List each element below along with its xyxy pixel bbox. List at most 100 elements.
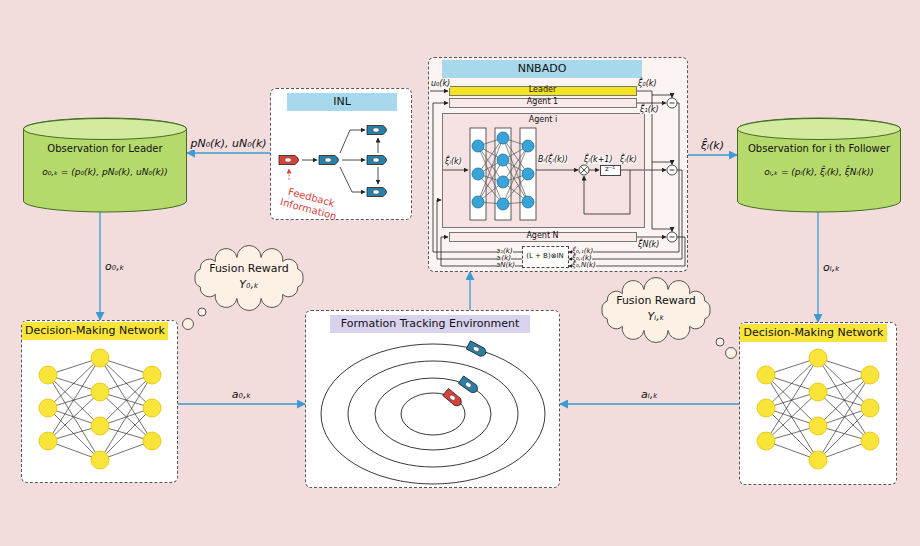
network-link — [48, 392, 100, 441]
ship-icon — [373, 190, 379, 194]
sum-junction — [667, 232, 677, 242]
neuron-circle — [809, 349, 827, 367]
neuron-circle — [757, 366, 775, 384]
signal-label: ξ̂ᵢ(k) — [620, 155, 637, 164]
flow-arrow — [688, 154, 737, 155]
layer-frame — [470, 128, 536, 220]
wire-line — [652, 229, 672, 232]
ship-icon — [367, 126, 387, 135]
orbit-ellipse — [401, 393, 465, 435]
multiplier-symbol — [579, 165, 589, 175]
ship-icon — [367, 188, 387, 197]
neuron-circle — [522, 140, 534, 152]
illustration — [757, 349, 879, 469]
ship-icon — [319, 156, 339, 165]
wire-line — [652, 162, 672, 165]
network-link — [766, 358, 818, 408]
feedback-line — [289, 169, 290, 180]
signal-label: Bᵢ(ξ̂ᵢ(k)) — [538, 155, 568, 164]
node-label: z⁻¹ — [600, 165, 620, 176]
database-cylinder — [23, 118, 187, 212]
signal-label: aᵢ(k) — [496, 255, 511, 262]
flow-arrow — [817, 212, 818, 322]
database-cylinder — [738, 119, 901, 140]
wire-line — [636, 103, 666, 104]
sum-junction — [667, 165, 677, 175]
node-label: Fusion Reward — [598, 294, 714, 308]
edge-label: oᵢ,ₖ — [823, 261, 840, 274]
agent-bar: Leader — [449, 86, 637, 96]
database-cylinder: Observation for i th Followeroᵢ,ₖ = (pᵢ(… — [737, 118, 901, 212]
flow-arrow — [560, 403, 739, 404]
illustration — [305, 310, 560, 488]
wire-line — [378, 138, 379, 153]
node-label: Observation for i th Follower — [738, 142, 900, 155]
node-label: Leader — [449, 86, 636, 96]
database-cylinder — [737, 118, 901, 212]
orbit-ellipse — [321, 344, 545, 484]
illustration — [443, 128, 644, 220]
neuron-circle — [472, 168, 484, 180]
illustration — [279, 126, 387, 197]
agent-block: Agent i z⁻¹ — [442, 113, 645, 228]
illustration — [430, 91, 685, 266]
neuron-circle — [809, 383, 827, 401]
wire-line — [636, 237, 666, 238]
edge-label: o₀,ₖ — [105, 260, 124, 273]
neuron-circle — [861, 399, 879, 417]
thought-bubble: Fusion RewardΥᵢ,ₖ — [597, 284, 715, 336]
ship-icon — [466, 341, 487, 358]
sum-junction — [667, 232, 677, 242]
panel-header: Formation Tracking Environment — [330, 315, 530, 333]
illustration — [321, 341, 545, 484]
ship-icon — [285, 158, 291, 162]
formula-text: o₀,ₖ = (p₀(k), pN₀(k), uN₀(k)) — [24, 166, 186, 178]
node-label: Agent 1 — [449, 98, 636, 108]
ship-icon — [373, 128, 379, 132]
neuron-circle — [757, 349, 879, 469]
wire-line — [620, 170, 644, 171]
bubble-trail — [198, 308, 206, 316]
neuron-circle — [472, 140, 484, 152]
ship-icon — [443, 388, 464, 407]
edge-label: a₀,ₖ — [232, 388, 251, 401]
node-label: Agent i — [442, 114, 644, 125]
wire-line — [644, 170, 666, 171]
neuron-circle — [143, 366, 161, 384]
neuron-circle — [39, 399, 57, 417]
panel-header: NNBADO — [442, 60, 642, 78]
layer-frame — [470, 128, 486, 220]
neuron-circle — [91, 349, 109, 367]
neuron-circle — [497, 198, 509, 210]
wire-line — [302, 160, 317, 161]
delay-block: z⁻¹ — [600, 165, 621, 176]
wire-line — [589, 170, 599, 171]
ship-icon — [279, 156, 299, 165]
signal-label: a₁(k) — [496, 248, 513, 255]
ship-icon — [458, 376, 479, 395]
wire-line — [340, 167, 365, 192]
layer-frame — [520, 128, 536, 220]
ship-icon — [367, 156, 387, 165]
network-link — [478, 138, 528, 204]
neuron-circle — [39, 432, 57, 450]
signal-label: ξ̂₀,ᵢ(k) — [572, 255, 592, 262]
node-label: (L + B)⊗IN — [522, 246, 568, 268]
network-link — [100, 408, 152, 460]
database-cylinder — [738, 118, 901, 212]
panel-header: Decision-Making Network — [22, 322, 168, 340]
neuron-circle — [522, 168, 534, 180]
illustration — [739, 322, 897, 485]
wire-line — [536, 170, 578, 171]
wire-line — [584, 170, 630, 214]
formula-text: Υᵢ,ₖ — [598, 310, 714, 324]
signal-label: ξ̂₀,N(k) — [572, 262, 596, 269]
network-panel: Decision-Making Network — [739, 322, 897, 485]
network-link — [818, 375, 870, 426]
bubble-trail — [716, 338, 724, 346]
neuron-circle — [757, 399, 775, 417]
flow-arrow — [187, 152, 270, 153]
sum-junction — [667, 165, 677, 175]
database-cylinder — [24, 118, 187, 212]
